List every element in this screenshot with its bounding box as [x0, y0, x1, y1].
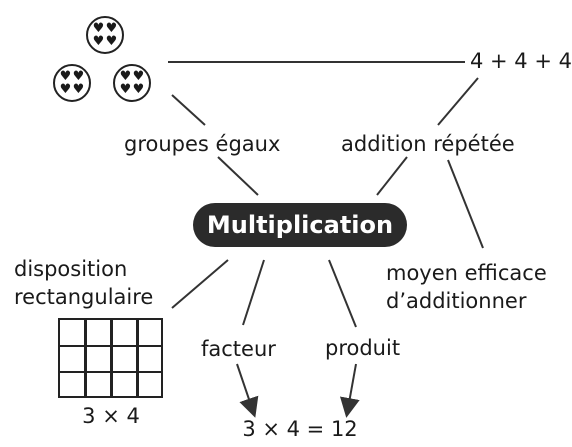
array-cell — [58, 318, 87, 347]
heart-icon: ♥ — [92, 20, 105, 36]
array-cell — [136, 318, 163, 347]
efficient-addition-line2: d’additionner — [386, 289, 527, 313]
heart-icon: ♥ — [132, 68, 145, 84]
factor-label: facteur — [201, 337, 276, 361]
heart-icon: ♥ — [119, 68, 132, 84]
array-cell — [84, 344, 113, 374]
equation-label: 3 × 4 = 12 — [242, 417, 358, 441]
product-label: produit — [325, 336, 401, 360]
array-cell — [84, 318, 113, 347]
line-center-to-factor — [242, 259, 265, 326]
line-repeated-addition-to-efficient — [447, 159, 484, 249]
rectangular-array-label-line1: disposition — [14, 257, 128, 281]
line-center-to-array — [171, 259, 229, 309]
heart-icon: ♥ — [59, 68, 72, 84]
heart-icon: ♥ — [132, 81, 145, 97]
heart-icon: ♥ — [105, 20, 118, 36]
array-caption: 3 × 4 — [82, 404, 140, 428]
line-repeated-addition-to-center — [376, 156, 408, 196]
heart-icon: ♥ — [119, 81, 132, 97]
arrow-product-to-equation — [339, 363, 360, 418]
repeated-addition-label: addition répétée — [341, 132, 515, 156]
array-cell — [136, 344, 163, 374]
line-sum-to-repeated-addition — [437, 77, 479, 126]
heart-icon: ♥ — [72, 81, 85, 97]
group-bubble: ♥♥♥♥ — [86, 16, 124, 54]
heart-icon: ♥ — [59, 81, 72, 97]
repeated-addition-example: 4 + 4 + 4 — [470, 49, 572, 73]
array-cell — [84, 371, 113, 398]
arrow-factor-to-equation — [236, 363, 259, 418]
array-cell — [136, 371, 163, 398]
line-equal-groups-to-center — [217, 156, 259, 196]
array-cell — [110, 344, 139, 374]
group-bubble: ♥♥♥♥ — [113, 64, 151, 102]
rectangular-array-label-line2: rectangulaire — [14, 285, 154, 309]
line-center-to-product — [328, 259, 357, 328]
rectangular-array — [58, 318, 164, 398]
equal-groups-label: groupes égaux — [124, 132, 281, 156]
efficient-addition-line1: moyen efficace — [386, 261, 547, 285]
line-groups-to-equal-groups — [171, 94, 206, 126]
central-concept: Multiplication — [193, 203, 407, 247]
array-cell — [58, 344, 87, 374]
array-cell — [58, 371, 87, 398]
heart-icon: ♥ — [92, 33, 105, 49]
heart-icon: ♥ — [105, 33, 118, 49]
array-cell — [110, 318, 139, 347]
array-cell — [110, 371, 139, 398]
heart-icon: ♥ — [72, 68, 85, 84]
group-bubble: ♥♥♥♥ — [53, 64, 91, 102]
